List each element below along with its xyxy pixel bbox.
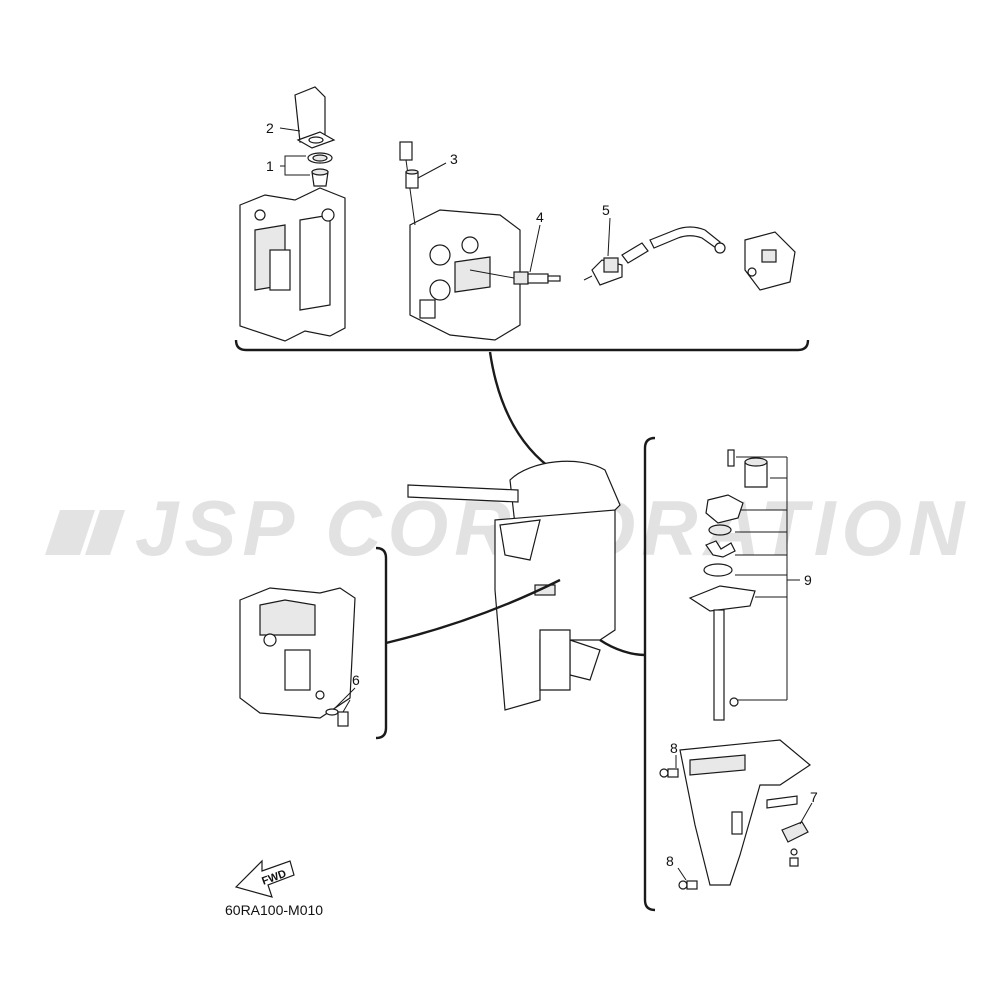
- leader-1b: [284, 166, 310, 176]
- anode-part-7: [781, 821, 809, 867]
- callout-4: 4: [536, 209, 544, 225]
- leader-7: [799, 802, 813, 825]
- callout-7: 7: [810, 789, 818, 805]
- right-group-connector: [599, 639, 646, 657]
- callout-5: 5: [602, 202, 610, 218]
- leader-1a: [280, 155, 306, 167]
- fuel-filter-part-5: [583, 257, 623, 286]
- callout-9: 9: [804, 572, 812, 588]
- left-group-bracket: [375, 546, 388, 740]
- leader-6: [334, 687, 356, 709]
- callout-3: 3: [450, 151, 458, 167]
- cylinder-block-left: [239, 86, 346, 342]
- outboard-motor-silhouette: [407, 460, 621, 711]
- leader-9-bracket: [735, 456, 800, 701]
- diagram-code: 60RA100-M010: [225, 902, 323, 918]
- spark-plug-part-4: [469, 269, 561, 285]
- callout-8-upper: 8: [670, 740, 678, 756]
- sensor-part-3: [399, 141, 419, 226]
- top-group-connector: [488, 351, 571, 482]
- bolt-part-6: [325, 699, 351, 727]
- callout-2: 2: [266, 120, 274, 136]
- gasket-part-2: [296, 131, 336, 149]
- cylinder-head-middle: [409, 209, 521, 341]
- thermostat-part-1: [307, 152, 333, 187]
- leader-3: [417, 162, 447, 179]
- left-group-connector: [385, 578, 561, 645]
- bolt-part-8-upper: [659, 768, 679, 778]
- top-group-bracket: [234, 339, 810, 352]
- fuel-hose: [621, 226, 726, 264]
- exhaust-guide: [239, 587, 356, 719]
- callout-8-lower: 8: [666, 853, 674, 869]
- leader-8-lower: [677, 867, 687, 881]
- leader-5: [607, 217, 611, 257]
- bolt-part-8-lower: [678, 880, 698, 890]
- water-pump-kit: [688, 449, 768, 612]
- leader-2: [279, 127, 301, 132]
- fuel-pump: [744, 231, 796, 291]
- drive-shaft: [713, 609, 739, 721]
- watermark-logo-stripe-1: [45, 510, 95, 555]
- leader-4: [529, 224, 541, 273]
- fwd-arrow-icon: FWD: [234, 859, 295, 898]
- callout-1: 1: [266, 158, 274, 174]
- watermark-logo-stripe-2: [85, 510, 125, 555]
- callout-6: 6: [352, 672, 360, 688]
- right-group-bracket: [643, 436, 656, 912]
- lower-unit: [679, 739, 812, 886]
